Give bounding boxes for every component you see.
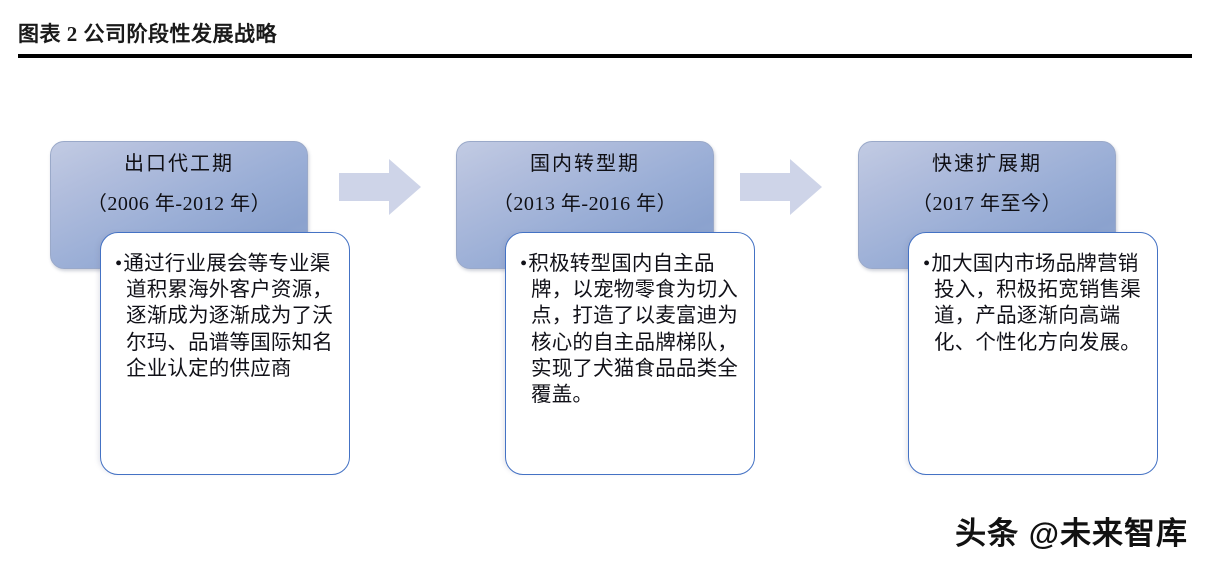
stage-3-title: 快速扩展期: [932, 153, 1042, 175]
stage-1-body: 通过行业展会等专业渠道积累海外客户资源，逐渐成为逐渐成为了沃尔玛、品谱等国际知名…: [100, 232, 350, 475]
stage-2-body: 积极转型国内自主品牌，以宠物零食为切入点，打造了以麦富迪为核心的自主品牌梯队，实…: [505, 232, 755, 475]
arrow-right-icon-2: [740, 159, 822, 215]
arrow-right-icon-1: [339, 159, 421, 215]
stage-3-bullet: 加大国内市场品牌营销投入，积极拓宽销售渠道，产品逐渐向高端化、个性化方向发展。: [923, 251, 1145, 356]
stage-3-body: 加大国内市场品牌营销投入，积极拓宽销售渠道，产品逐渐向高端化、个性化方向发展。: [908, 232, 1158, 475]
stage-2-period: （2013 年-2016 年）: [492, 193, 678, 215]
stage-3-period: （2017 年至今）: [912, 193, 1062, 215]
title-divider: [18, 54, 1192, 59]
stage-1-period: （2006 年-2012 年）: [86, 193, 272, 215]
stage-2-bullet: 积极转型国内自主品牌，以宠物零食为切入点，打造了以麦富迪为核心的自主品牌梯队，实…: [520, 251, 742, 408]
stage-2-title: 国内转型期: [530, 153, 640, 175]
stage-1-bullet: 通过行业展会等专业渠道积累海外客户资源，逐渐成为逐渐成为了沃尔玛、品谱等国际知名…: [115, 251, 337, 382]
chart-title-bar: 图表 2 公司阶段性发展战略: [18, 22, 1192, 59]
page-title: 图表 2 公司阶段性发展战略: [18, 22, 277, 46]
stage-1-title: 出口代工期: [124, 153, 234, 175]
watermark: 头条 @未来智库: [955, 516, 1188, 551]
